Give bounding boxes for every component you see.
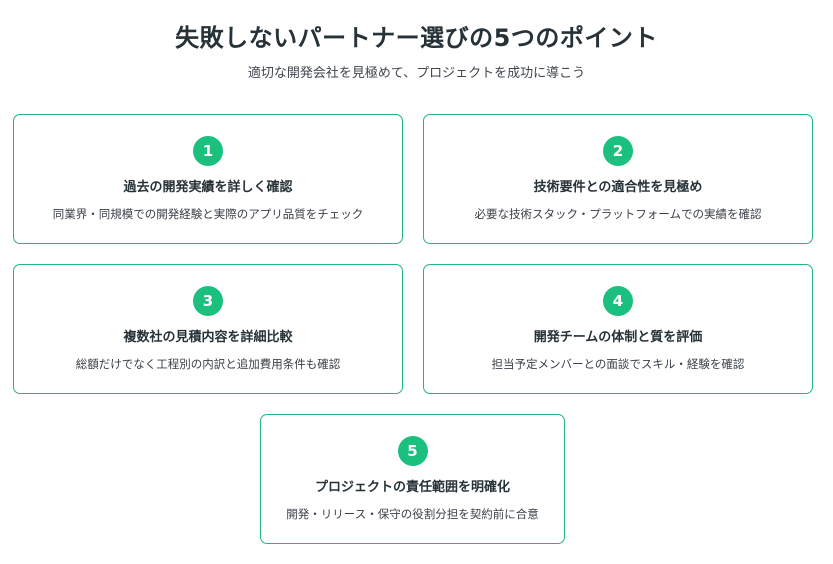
point-title: プロジェクトの責任範囲を明確化 bbox=[314, 480, 510, 495]
point-title: 過去の開発実績を詳しく確認 bbox=[123, 180, 293, 195]
point-card-2: 2 技術要件との適合性を見極め 必要な技術スタック・プラットフォームでの実績を確… bbox=[423, 114, 813, 244]
point-description: 開発・リリース・保守の役割分担を契約前に合意 bbox=[286, 507, 539, 521]
point-card-3: 3 複数社の見積内容を詳細比較 総額だけでなく工程別の内訳と追加費用条件も確認 bbox=[13, 264, 403, 394]
point-number-badge: 1 bbox=[193, 136, 223, 166]
point-title: 開発チームの体制と質を評価 bbox=[533, 330, 703, 345]
point-number-badge: 5 bbox=[397, 436, 428, 466]
point-title: 技術要件との適合性を見極め bbox=[533, 180, 703, 195]
point-card-5: 5 プロジェクトの責任範囲を明確化 開発・リリース・保守の役割分担を契約前に合意 bbox=[260, 414, 565, 544]
point-card-1: 1 過去の開発実績を詳しく確認 同業界・同規模での開発経験と実際のアプリ品質をチ… bbox=[13, 114, 403, 244]
point-description: 同業界・同規模での開発経験と実際のアプリ品質をチェック bbox=[52, 207, 364, 221]
point-description: 担当予定メンバーとの面談でスキル・経験を確認 bbox=[491, 357, 745, 371]
point-title: 複数社の見積内容を詳細比較 bbox=[123, 330, 293, 345]
page-title: 失敗しないパートナー選びの5つのポイント bbox=[175, 24, 658, 52]
point-description: 必要な技術スタック・プラットフォームでの実績を確認 bbox=[474, 207, 762, 221]
point-number-badge: 4 bbox=[603, 286, 633, 316]
point-number-badge: 2 bbox=[603, 136, 633, 166]
point-card-4: 4 開発チームの体制と質を評価 担当予定メンバーとの面談でスキル・経験を確認 bbox=[423, 264, 813, 394]
page-subtitle: 適切な開発会社を見極めて、プロジェクトを成功に導こう bbox=[247, 66, 586, 81]
point-number-badge: 3 bbox=[193, 286, 223, 316]
point-description: 総額だけでなく工程別の内訳と追加費用条件も確認 bbox=[75, 357, 341, 371]
